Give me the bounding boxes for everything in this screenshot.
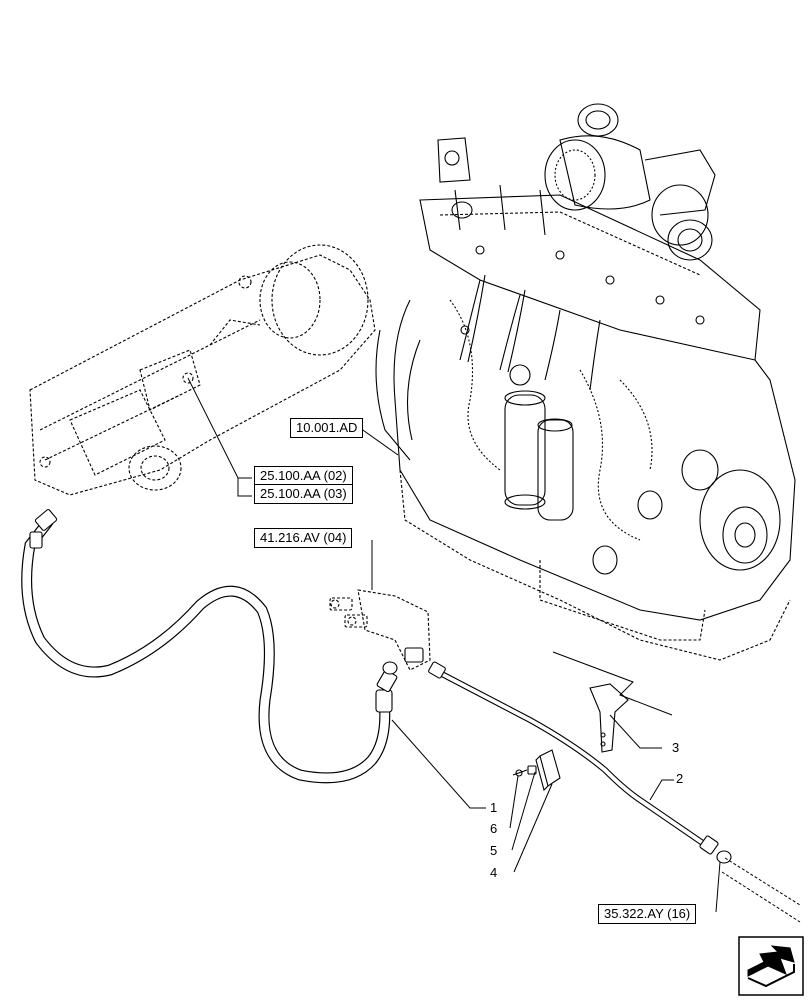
support-bracket — [589, 683, 629, 753]
callout-item-2: 2 — [676, 771, 684, 786]
bracket-reference-label[interactable]: 41.216.AV (04) — [254, 528, 353, 548]
engine-illustration — [375, 103, 796, 661]
clamp-assembly — [512, 749, 561, 792]
hydraulic-hose — [21, 509, 398, 784]
callout-item-3: 3 — [672, 740, 680, 755]
callout-item-1: 1 — [490, 800, 498, 815]
front-axle-illustration — [29, 244, 376, 496]
mounting-bracket — [329, 589, 431, 671]
axle-reference-label-03[interactable]: 25.100.AA (03) — [254, 484, 353, 504]
callout-item-5: 5 — [490, 843, 498, 858]
axle-reference-label-02[interactable]: 25.100.AA (02) — [254, 466, 353, 486]
callout-item-4: 4 — [490, 865, 498, 880]
leader-lines — [187, 377, 721, 913]
valve-reference-label[interactable]: 35.322.AY (16) — [598, 904, 697, 924]
callout-item-6: 6 — [490, 821, 498, 836]
hydraulic-pipe — [428, 661, 801, 923]
section-guide — [552, 651, 673, 716]
next-page-arrow-icon[interactable] — [738, 936, 804, 996]
engine-reference-label[interactable]: 10.001.AD — [290, 418, 364, 438]
